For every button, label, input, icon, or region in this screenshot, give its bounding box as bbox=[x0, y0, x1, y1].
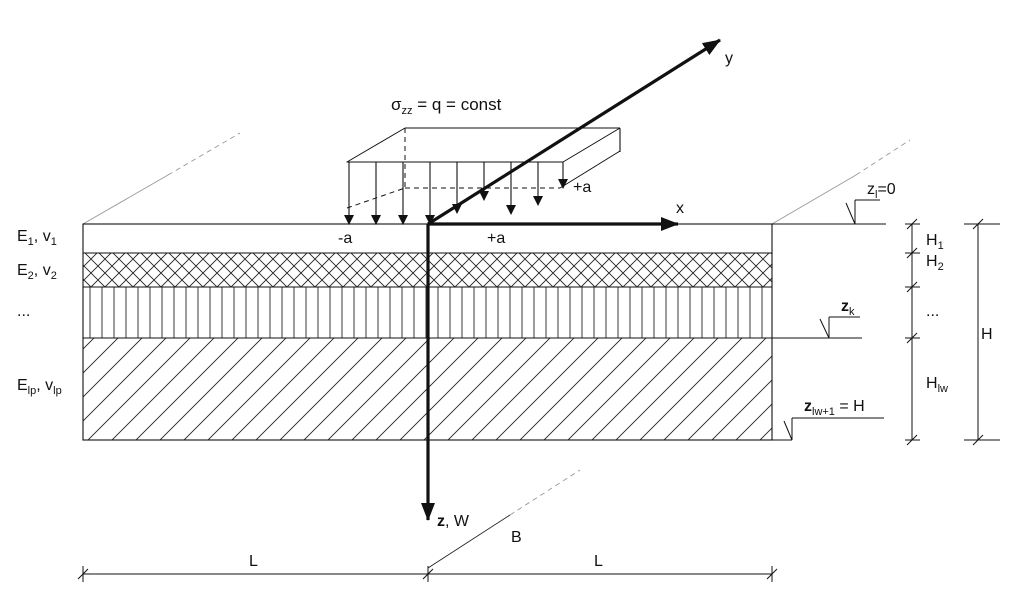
perspective-lines bbox=[82, 132, 911, 569]
h-total-label: H bbox=[981, 326, 993, 343]
depth-flags bbox=[772, 199, 886, 441]
load-arrows bbox=[344, 130, 621, 225]
thickness-ellipsis: ... bbox=[926, 303, 939, 320]
length-dims bbox=[77, 566, 778, 582]
y-axis-label: y bbox=[725, 50, 733, 67]
z-axis-label: z, W bbox=[437, 513, 470, 530]
layer-1-material: E1, v1 bbox=[17, 228, 57, 248]
last-layer-material: Elp, vlp bbox=[17, 377, 62, 397]
load-label: σzz = q = const bbox=[391, 95, 502, 117]
axes bbox=[421, 38, 721, 521]
zlast-label: zlw+1 = H bbox=[804, 398, 865, 418]
b-label: B bbox=[511, 529, 522, 546]
h2-label: H2 bbox=[926, 253, 944, 273]
l-left-label: L bbox=[249, 553, 258, 570]
x-axis-label: x bbox=[676, 200, 684, 217]
layer-2-material: E2, v2 bbox=[17, 262, 57, 282]
hlw-label: Hlw bbox=[926, 375, 948, 395]
z1-label: zl=0 bbox=[867, 181, 896, 201]
h1-label: H1 bbox=[926, 232, 944, 252]
y-axis bbox=[427, 38, 721, 226]
thickness-dims bbox=[905, 218, 1000, 446]
l-right-label: L bbox=[594, 553, 603, 570]
minus-a-label: -a bbox=[338, 230, 352, 247]
material-ellipsis: ... bbox=[17, 303, 30, 320]
plus-a-back-label: +a bbox=[573, 179, 591, 196]
zk-label: zk bbox=[841, 298, 855, 318]
plus-a-front-label: +a bbox=[487, 230, 505, 247]
